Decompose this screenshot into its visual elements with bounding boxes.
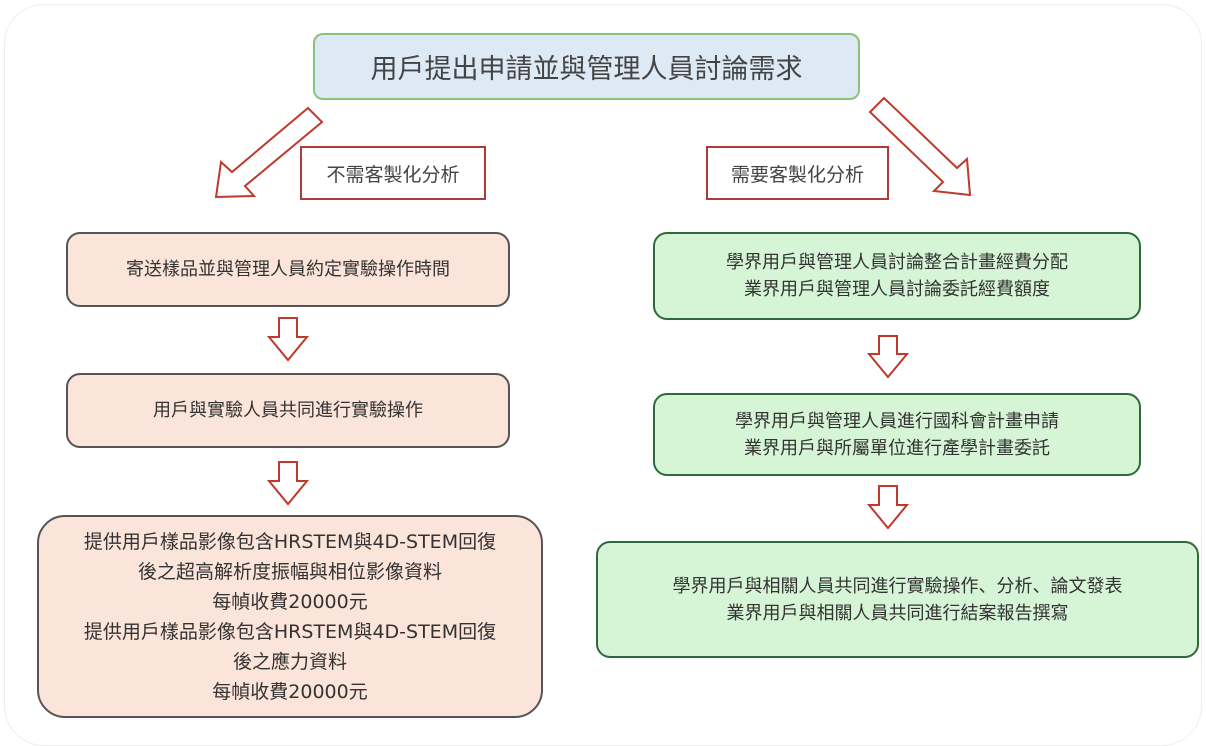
price-text: 每幀收費20000元	[212, 680, 368, 703]
diagonal-arrow-right	[868, 96, 972, 197]
step-text: 學界用戶與管理人員討論整合計畫經費分配	[726, 252, 1068, 273]
right-branch-label-text: 需要客製化分析	[730, 163, 864, 186]
left-step-3: 提供用戶樣品影像包含HRSTEM與4D-STEM回復 後之超高解析度振幅與相位影…	[37, 515, 543, 718]
step-text: 業界用戶與所屬單位進行產學計畫委託	[744, 437, 1050, 459]
step-text: 提供用戶樣品影像包含HRSTEM與4D-STEM回復	[83, 620, 497, 643]
step-text: 學界用戶與管理人員進行國科會計畫申請	[735, 410, 1059, 432]
start-text: 用戶提出申請並與管理人員討論需求	[370, 54, 803, 85]
right-step-1: 學界用戶與管理人員討論整合計畫經費分配 業界用戶與管理人員討論委託經費額度	[653, 232, 1141, 320]
step-text: 後之應力資料	[232, 650, 347, 673]
step-text: 後之超高解析度振幅與相位影像資料	[137, 560, 442, 583]
down-arrow-left-1	[266, 317, 310, 362]
step-text: 學界用戶與相關人員共同進行實驗操作、分析、論文發表	[672, 575, 1123, 597]
right-step-2: 學界用戶與管理人員進行國科會計畫申請 業界用戶與所屬單位進行產學計畫委託	[653, 393, 1141, 476]
step-text: 寄送樣品並與管理人員約定實驗操作時間	[126, 258, 450, 280]
right-branch-label: 需要客製化分析	[706, 146, 889, 200]
down-arrow-left-2	[266, 461, 310, 506]
left-branch-label: 不需客製化分析	[300, 146, 486, 200]
diagonal-arrow-left	[214, 106, 324, 199]
step-text: 業界用戶與管理人員討論委託經費額度	[744, 279, 1050, 300]
down-arrow-right-1	[866, 335, 910, 379]
down-arrow-right-2	[866, 485, 910, 530]
arrows-layer	[214, 96, 972, 530]
left-step-1: 寄送樣品並與管理人員約定實驗操作時間	[66, 232, 510, 307]
left-step-2: 用戶與實驗人員共同進行實驗操作	[66, 373, 510, 448]
price-text: 每幀收費20000元	[212, 590, 368, 613]
right-step-3: 學界用戶與相關人員共同進行實驗操作、分析、論文發表 業界用戶與相關人員共同進行結…	[596, 541, 1199, 658]
left-branch-label-text: 不需客製化分析	[326, 163, 460, 186]
step-text: 業界用戶與相關人員共同進行結案報告撰寫	[726, 602, 1069, 624]
step-text: 提供用戶樣品影像包含HRSTEM與4D-STEM回復	[83, 530, 497, 553]
start-box: 用戶提出申請並與管理人員討論需求	[313, 33, 860, 100]
step-text: 用戶與實驗人員共同進行實驗操作	[153, 399, 423, 421]
